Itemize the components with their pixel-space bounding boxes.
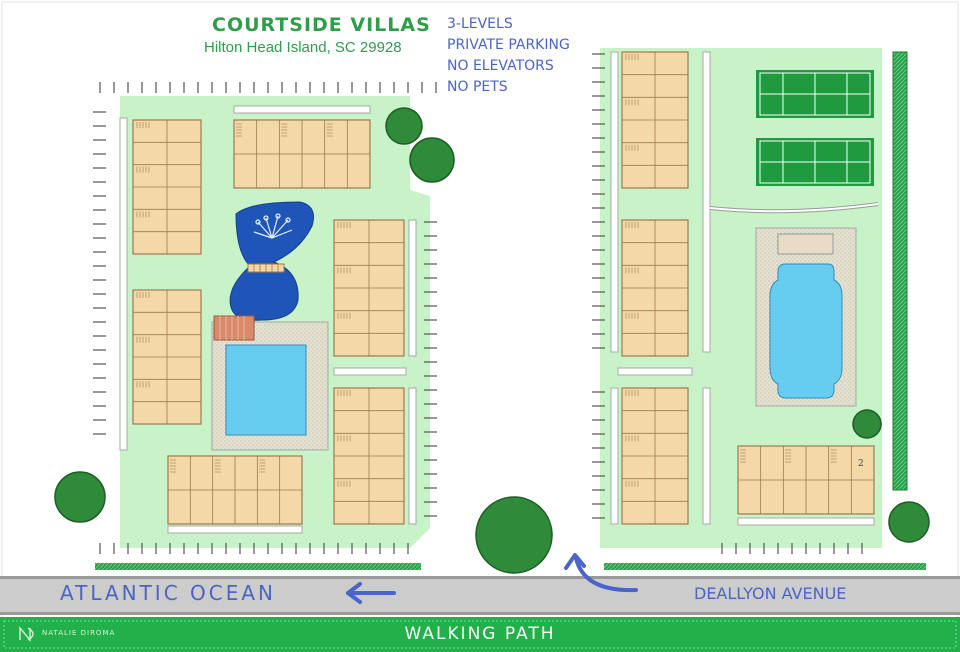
fountain-icon: [253, 213, 293, 239]
south-walkway: [167, 525, 303, 534]
mid-walkway: [333, 367, 407, 376]
tree-icon: [852, 409, 882, 439]
east-walkway-1: [408, 219, 417, 357]
east-hedge: [892, 51, 908, 491]
pool-hot-tub: [213, 315, 255, 341]
east-mid-walkway: [617, 367, 693, 376]
east-side-walkway: [610, 51, 619, 353]
page-title: COURTSIDE VILLAS: [212, 14, 431, 36]
feature-list: 3-LEVELS PRIVATE PARKING NO ELEVATORS NO…: [447, 14, 570, 98]
villa-buildings: [132, 51, 875, 525]
road: [0, 576, 960, 614]
east-walkway-2: [408, 387, 417, 525]
tree-icon: [409, 137, 455, 183]
tree-icon: [54, 471, 106, 523]
avenue-label: DEALLYON AVENUE: [694, 584, 847, 603]
feature-item: NO PETS: [447, 79, 508, 95]
villa-building: [333, 219, 405, 357]
tree-icon: [888, 501, 930, 543]
credit-label: NATALIE DIROMA: [42, 629, 116, 637]
trees: [54, 107, 930, 574]
east-side-walkway-2: [610, 387, 619, 525]
pool-house: [777, 233, 834, 255]
feature-item: NO ELEVATORS: [447, 58, 554, 74]
center-walkway-2: [702, 387, 711, 525]
page-subtitle: Hilton Head Island, SC 29928: [204, 39, 402, 56]
villa-building: [621, 219, 689, 357]
villa-building: [233, 119, 371, 189]
walking-path: [0, 617, 960, 652]
west-walkway: [119, 117, 128, 451]
west-pool: [225, 344, 307, 436]
feature-item: 3-LEVELS: [447, 16, 513, 32]
curved-up-arrow-icon: [564, 553, 638, 593]
unit-number-label: 2: [858, 459, 864, 469]
villa-building: [132, 289, 202, 425]
north-walkway: [233, 105, 371, 114]
nd-logo-icon: [19, 626, 34, 642]
left-arrow-icon: [346, 582, 396, 604]
parking-spaces: [93, 53, 863, 554]
ocean-label: ATLANTIC OCEAN: [60, 581, 277, 605]
tennis-court-2: [756, 138, 874, 186]
tree-icon: [385, 107, 423, 145]
east-south-hedge: [604, 563, 926, 570]
tennis-court-1: [756, 70, 874, 118]
villa-building: [167, 455, 303, 525]
villa-building: [621, 387, 689, 525]
southeast-walkway: [737, 517, 875, 526]
west-south-hedge: [95, 563, 421, 570]
villa-building: [132, 119, 202, 255]
center-walkway-1: [702, 51, 711, 353]
tree-icon: [475, 496, 553, 574]
villa-building: [737, 445, 875, 515]
pond: [229, 201, 314, 321]
walking-path-label: WALKING PATH: [404, 624, 556, 644]
east-pool: [769, 263, 843, 399]
villa-building: [621, 51, 689, 189]
feature-item: PRIVATE PARKING: [447, 37, 570, 53]
villa-building: [333, 387, 405, 525]
